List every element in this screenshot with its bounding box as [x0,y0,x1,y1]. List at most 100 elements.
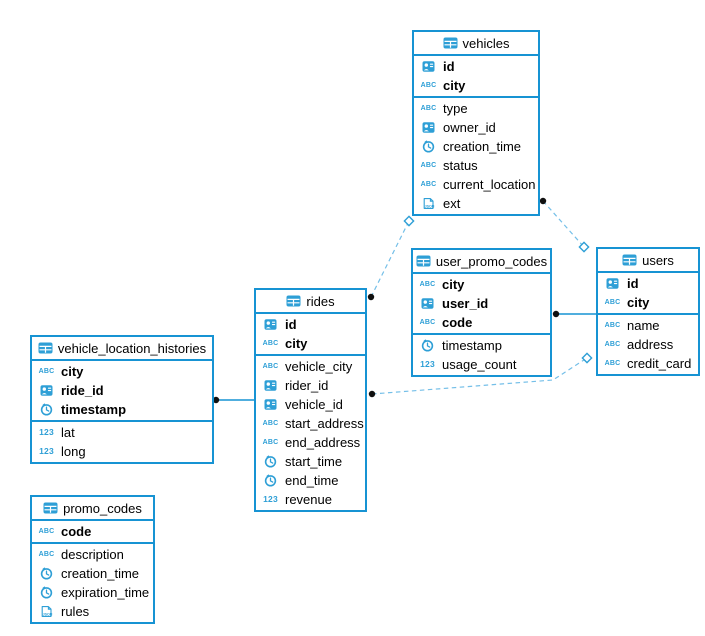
field-label: address [627,337,674,352]
relationship-vehicle_location_histories-rides[interactable] [212,396,254,404]
string-type-icon: ABC [260,363,281,370]
table-header-rides[interactable]: rides [256,290,365,314]
field-vehicle_location_histories-long[interactable]: 123 long [32,442,212,461]
string-type-icon: ABC [36,528,57,535]
json-type-icon: JSON [36,605,57,618]
table-header-vehicle_location_histories[interactable]: vehicle_location_histories [32,337,212,361]
field-user_promo_codes-user_id[interactable]: user_id [413,294,550,313]
clock-type-icon [417,339,438,352]
table-icon [443,37,458,49]
field-users-credit_card[interactable]: ABC credit_card [598,354,698,373]
field-rides-rider_id[interactable]: rider_id [256,376,365,395]
field-vehicles-city[interactable]: ABC city [414,76,538,95]
table-header-users[interactable]: users [598,249,698,273]
table-title: vehicle_location_histories [57,340,207,356]
field-vehicles-id[interactable]: id [414,57,538,76]
field-vehicles-ext[interactable]: JSON ext [414,194,538,213]
field-promo_codes-creation_time[interactable]: creation_time [32,564,153,583]
field-label: description [61,547,124,562]
relationship-rides-users[interactable] [368,352,593,398]
field-vehicle_location_histories-timestamp[interactable]: timestamp [32,400,212,419]
id-card-type-icon [418,121,439,134]
string-type-icon: ABC [602,299,623,306]
id-card-type-icon [36,384,57,397]
field-promo_codes-description[interactable]: ABC description [32,545,153,564]
field-label: ext [443,196,461,211]
field-label: expiration_time [61,585,150,600]
field-user_promo_codes-code[interactable]: ABC code [413,313,550,332]
field-label: code [442,315,473,330]
string-type-icon: ABC [602,322,623,329]
field-users-id[interactable]: id [598,274,698,293]
abc-glyph: ABC [262,420,279,427]
relationship-vehicles-users[interactable] [539,197,590,253]
field-label: credit_card [627,356,692,371]
field-label: long [61,444,86,459]
field-label: city [443,78,466,93]
relationship-line[interactable] [370,220,410,298]
table-header-vehicles[interactable]: vehicles [414,32,538,56]
field-vehicles-owner_id[interactable]: owner_id [414,118,538,137]
abc-glyph: ABC [604,299,621,306]
field-label: id [285,317,297,332]
abc-glyph: ABC [419,281,436,288]
123-glyph: 123 [39,446,54,457]
field-rides-end_time[interactable]: end_time [256,471,365,490]
relationship-line[interactable] [542,200,585,248]
clock-type-icon [36,403,57,416]
field-vehicle_location_histories-ride_id[interactable]: ride_id [32,381,212,400]
string-type-icon: ABC [602,360,623,367]
field-rides-id[interactable]: id [256,315,365,334]
table-title: rides [306,293,335,309]
string-type-icon: ABC [418,162,439,169]
relationship-user_promo_codes-users[interactable] [552,310,596,318]
field-rides-start_time[interactable]: start_time [256,452,365,471]
field-rides-vehicle_id[interactable]: vehicle_id [256,395,365,414]
abc-glyph: ABC [38,551,55,558]
id-card-type-icon [418,60,439,73]
relationship-line[interactable] [371,357,588,395]
field-user_promo_codes-timestamp[interactable]: timestamp [413,336,550,355]
field-label: usage_count [442,357,517,372]
table-header-user_promo_codes[interactable]: user_promo_codes [413,250,550,274]
string-type-icon: ABC [417,319,438,326]
field-label: revenue [285,492,332,507]
table-header-promo_codes[interactable]: promo_codes [32,497,153,521]
json-type-icon: JSON [418,197,439,210]
field-promo_codes-expiration_time[interactable]: expiration_time [32,583,153,602]
relationship-rides-vehicles[interactable] [367,215,415,301]
string-type-icon: ABC [418,82,439,89]
field-vehicles-creation_time[interactable]: creation_time [414,137,538,156]
fields-section: ABC description creation_time expiration_ti… [32,544,153,622]
id-card-type-icon [260,398,281,411]
table-icon [622,254,637,266]
